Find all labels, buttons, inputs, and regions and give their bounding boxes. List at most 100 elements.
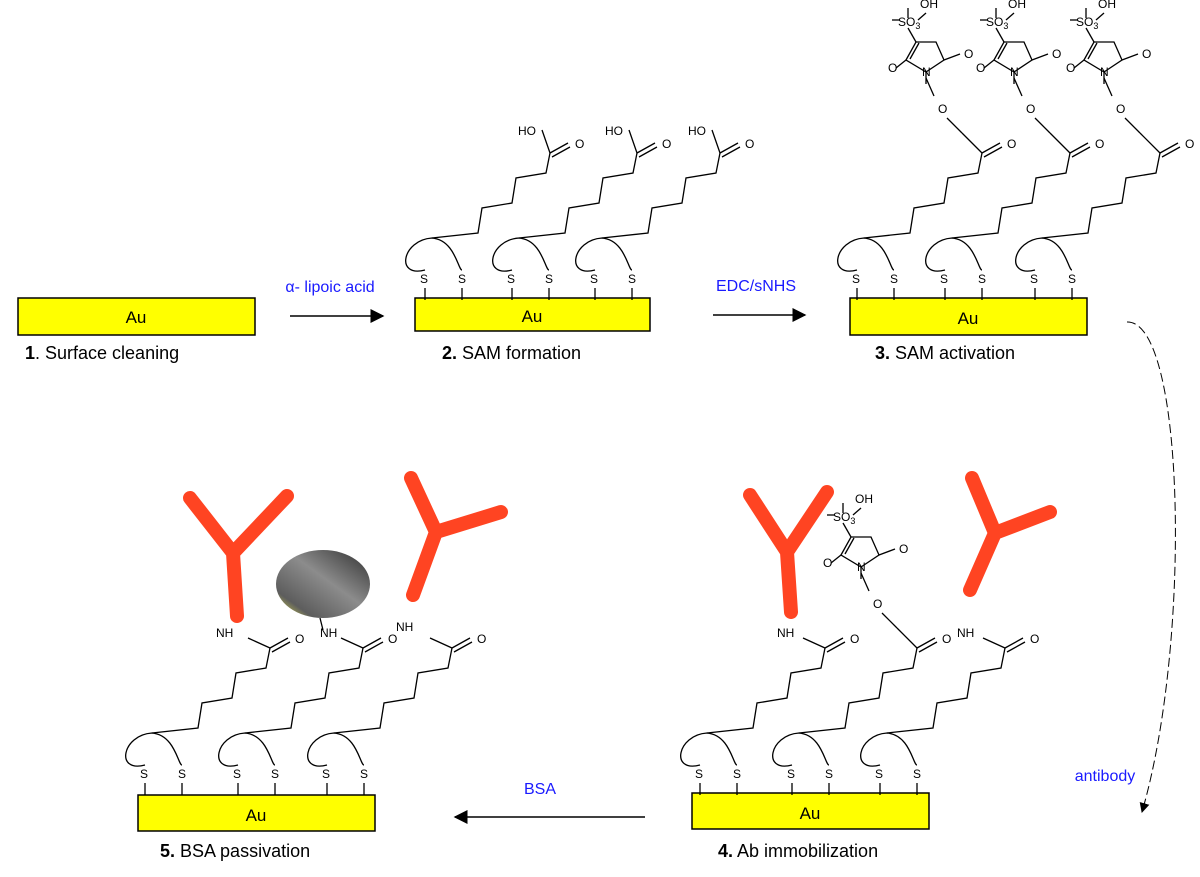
sulfur-atom: S [825, 767, 833, 781]
activated-ester-chain: S S O O N O O SO3 OH [837, 0, 1016, 301]
step-caption: 5. BSA passivation [160, 841, 310, 861]
reaction-arrow-antibody: antibody [1075, 321, 1176, 813]
sulfur-atom: S [360, 767, 368, 781]
step4-panel: Au S S O NH S S O O N O O SO3 OH [680, 471, 1057, 861]
sulfo-group: SO3 [898, 15, 920, 31]
oxygen-atom: O [1030, 632, 1039, 646]
sulfur-atom: S [890, 272, 898, 286]
antibody-icon [963, 471, 1057, 597]
sulfo-hydroxyl: OH [920, 0, 938, 11]
reagent-label: α- lipoic acid [285, 279, 374, 296]
step3-panel: Au S S O O N O O SO3 OH S S O O [837, 0, 1194, 363]
gold-surface [414, 297, 651, 332]
oxygen-atom: O [1066, 61, 1075, 75]
sulfur-atom: S [787, 767, 795, 781]
lipoate-chain: S S HO O [575, 124, 754, 301]
sulfo-hydroxyl: OH [855, 492, 873, 506]
reagent-label: EDC/sNHS [716, 278, 796, 295]
reaction-arrow-bsa: BSA [453, 781, 645, 824]
oxygen-atom: O [745, 137, 754, 151]
oxygen-atom: O [942, 632, 951, 646]
antibody-icon [743, 485, 834, 619]
sulfo-hydroxyl: OH [1008, 0, 1026, 11]
step-caption: 4. Ab immobilization [718, 841, 878, 861]
sulfur-atom: S [322, 767, 330, 781]
sulfur-atom: S [507, 272, 515, 286]
oxygen-atom: O [938, 102, 947, 116]
sulfur-atom: S [590, 272, 598, 286]
sulfur-atom: S [233, 767, 241, 781]
oxygen-atom: O [1026, 102, 1035, 116]
oxygen-atom: O [964, 47, 973, 61]
amine-label: NH [957, 626, 974, 640]
bsa-conjugate: S S O NH [218, 626, 397, 796]
lipoate-chain: S S HO O [492, 124, 671, 301]
activated-ester-chain: S S O O N O O SO3 OH [1015, 0, 1194, 301]
sulfo-group: SO3 [833, 510, 855, 526]
sulfur-atom: S [271, 767, 279, 781]
gold-surface [849, 297, 1088, 336]
step2-panel: Au S S HO O S S HO O S S HO O 2. SAM for… [405, 124, 754, 363]
oxygen-atom: O [388, 632, 397, 646]
nitrogen-atom: N [922, 65, 931, 79]
oxygen-atom: O [888, 61, 897, 75]
antibody-conjugate: S S O NH [860, 626, 1039, 796]
antibody-conjugate: S S O NH [125, 626, 304, 796]
hydroxyl-label: HO [605, 124, 623, 138]
oxygen-atom: O [295, 632, 304, 646]
antibody-conjugate: S S O NH [680, 626, 859, 796]
oxygen-atom: O [873, 597, 882, 611]
sulfur-atom: S [733, 767, 741, 781]
nitrogen-atom: N [1100, 65, 1109, 79]
sulfo-group: SO3 [1076, 15, 1098, 31]
unreacted-ester-chain: S S O O N O O SO3 OH [772, 492, 951, 796]
oxygen-atom: O [823, 556, 832, 570]
amine-label: NH [396, 620, 413, 634]
bsa-protein-icon [276, 550, 370, 618]
activated-ester-chain: S S O O N O O SO3 OH [925, 0, 1104, 301]
au-label: Au [522, 307, 543, 326]
oxygen-atom: O [899, 542, 908, 556]
hydroxyl-label: HO [688, 124, 706, 138]
sulfur-atom: S [178, 767, 186, 781]
nitrogen-atom: N [857, 560, 866, 574]
oxygen-atom: O [1095, 137, 1104, 151]
sulfur-atom: S [545, 272, 553, 286]
sulfur-atom: S [1068, 272, 1076, 286]
gold-surface [691, 792, 930, 830]
gold-surface [137, 794, 376, 832]
oxygen-atom: O [976, 61, 985, 75]
sulfur-atom: S [420, 272, 428, 286]
curved-dashed-arrow [1126, 321, 1176, 813]
sulfur-atom: S [978, 272, 986, 286]
sulfur-atom: S [458, 272, 466, 286]
oxygen-atom: O [1116, 102, 1125, 116]
sulfur-atom: S [1030, 272, 1038, 286]
amine-label: NH [216, 626, 233, 640]
sulfur-atom: S [852, 272, 860, 286]
lipoate-chain: S S HO O [405, 124, 584, 301]
sulfo-hydroxyl: OH [1098, 0, 1116, 11]
gold-surface [17, 297, 256, 336]
sulfur-atom: S [140, 767, 148, 781]
oxygen-atom: O [1052, 47, 1061, 61]
sulfur-atom: S [875, 767, 883, 781]
step1-panel: Au 1. Surface cleaning [17, 297, 256, 363]
nitrogen-atom: N [1010, 65, 1019, 79]
antibody-icon [404, 471, 508, 602]
antibody-icon [183, 489, 294, 623]
sulfo-group: SO3 [986, 15, 1008, 31]
oxygen-atom: O [662, 137, 671, 151]
reagent-label: BSA [524, 781, 556, 798]
reaction-arrow-lipoic: α- lipoic acid [285, 279, 385, 323]
sulfur-atom: S [913, 767, 921, 781]
au-label: Au [800, 804, 821, 823]
sulfur-atom: S [695, 767, 703, 781]
sulfur-atom: S [940, 272, 948, 286]
oxygen-atom: O [1142, 47, 1151, 61]
amine-label: NH [777, 626, 794, 640]
au-label: Au [246, 806, 267, 825]
au-label: Au [126, 308, 147, 327]
oxygen-atom: O [1007, 137, 1016, 151]
